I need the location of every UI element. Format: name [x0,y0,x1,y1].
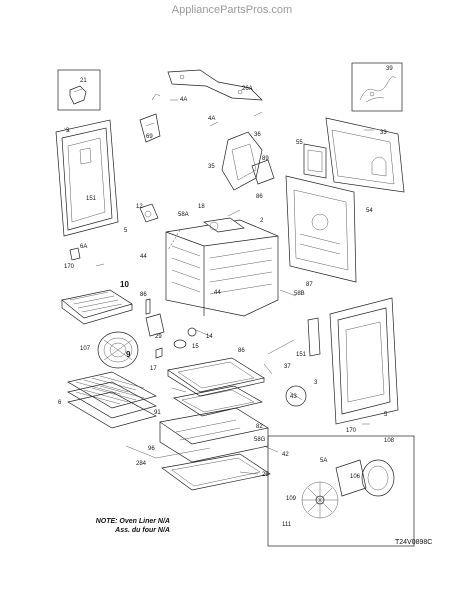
oven-cavity [165,217,279,317]
top-bracket [167,69,263,101]
label-39: 39 [386,66,393,72]
door-hardware [263,339,307,407]
part-labels: 21 3 4A 69 26A 39 4A 36 33 89 55 35 86 1… [58,66,395,528]
label-3-right: 3 [314,380,318,386]
label-58a: 58A [178,212,189,218]
label-12: 12 [136,204,143,210]
label-111: 111 [282,522,292,528]
label-36: 36 [254,132,261,138]
label-91: 91 [154,410,161,416]
oven-racks [67,371,157,429]
label-25: 25 [262,472,269,478]
label-21: 21 [80,78,87,84]
label-35: 35 [208,164,215,170]
label-4a-top: 4A [180,97,187,103]
bottom-pan [167,357,265,417]
broil-element [61,289,133,325]
label-107: 107 [80,346,91,352]
label-44-left: 44 [140,254,147,260]
label-33: 33 [380,130,387,136]
back-wall-panel [285,175,357,283]
label-58g: 58G [254,437,266,443]
label-108: 108 [384,438,395,444]
convection-fan-cover [97,331,139,369]
misc-left-parts [69,203,159,315]
label-14: 14 [206,334,213,340]
label-5a: 5A [320,458,327,464]
label-170-right: 170 [346,428,357,434]
note-line-2: Ass. du four N/A [115,527,170,534]
label-82: 82 [256,424,263,430]
label-3: 3 [66,128,70,134]
label-170-left: 170 [64,264,75,270]
label-6a: 6A [80,244,87,250]
label-17: 17 [150,366,157,372]
label-89: 89 [262,156,269,162]
label-54: 54 [366,208,373,214]
label-151-right: 151 [296,352,307,358]
label-5-left: 5 [124,228,128,234]
label-69: 69 [146,134,153,140]
label-42: 42 [282,452,289,458]
note-line-1: NOTE: Oven Liner N/A [95,518,170,525]
label-43: 43 [290,394,297,400]
label-5-right: 5 [384,412,388,418]
part-39-box [351,62,403,112]
label-86-left: 86 [140,292,147,298]
label-15: 15 [192,344,199,350]
part-21-box [57,69,101,111]
rear-panel [303,117,405,193]
label-86-top: 86 [256,194,263,200]
label-109: 109 [286,496,297,502]
label-106: 106 [350,474,361,480]
label-44-mid: 44 [214,290,221,296]
label-96: 96 [148,446,155,452]
label-26a: 26A [242,86,253,92]
label-6: 6 [58,400,62,406]
part-69 [139,93,161,143]
vent-duct [221,131,275,191]
label-4a-mid: 4A [208,116,215,122]
leader-lines [63,99,374,475]
oven-liner-note: NOTE: Oven Liner N/A Ass. du four N/A [90,517,170,535]
label-37: 37 [284,364,291,370]
oven-door-panel-right [307,297,399,425]
label-18: 18 [198,204,205,210]
diagram-code: T24V0898C [395,539,433,546]
label-86-right: 86 [238,348,245,354]
watermark-text: AppliancePartsPros.com [171,4,293,16]
label-2: 2 [260,218,264,224]
convection-motor-box [267,435,415,547]
label-29: 29 [155,334,162,340]
label-9: 9 [126,350,131,359]
oven-door-panel-left [55,119,119,237]
label-55: 55 [296,140,303,146]
label-87: 87 [306,282,313,288]
label-151-left: 151 [86,196,97,202]
label-10: 10 [120,280,129,289]
small-components [145,313,211,359]
label-284: 284 [136,461,147,467]
label-58b: 58B [294,291,305,297]
